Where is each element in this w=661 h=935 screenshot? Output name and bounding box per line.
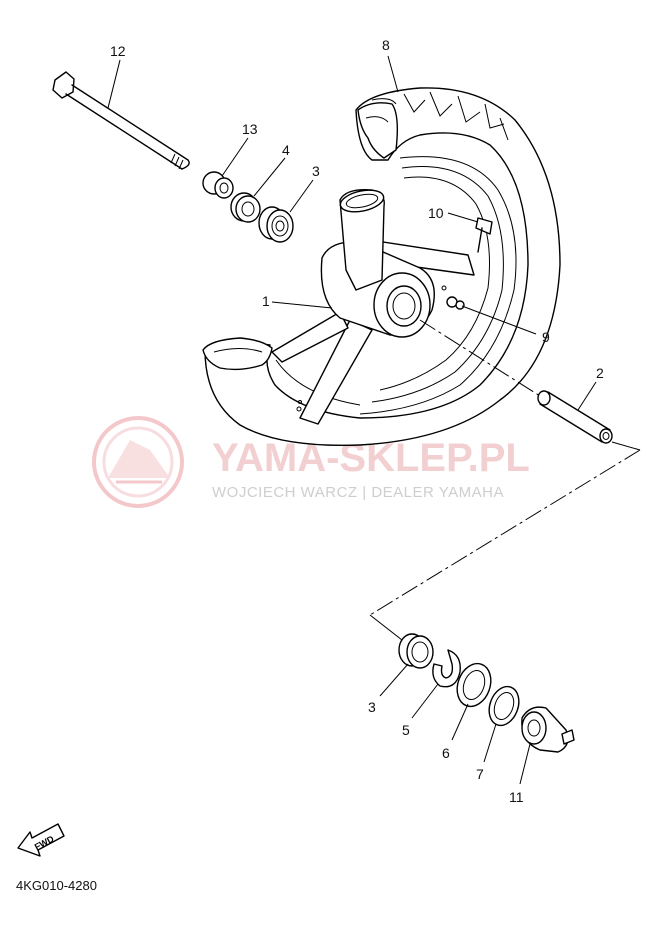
callout-3-lower: 3: [368, 699, 376, 715]
callout-7: 7: [476, 766, 484, 782]
callout-labels: 12 13 4 3 8 10 1 9 2 3 5 6 7 11: [110, 37, 604, 805]
spacer-part: [537, 390, 613, 444]
oil-seal-part: [230, 192, 261, 223]
seal-part: [488, 685, 520, 727]
bearing-lower-part: [398, 633, 434, 669]
callout-4: 4: [282, 142, 290, 158]
callout-13: 13: [242, 121, 258, 137]
callout-8: 8: [382, 37, 390, 53]
assembly-line: [369, 319, 641, 641]
forward-arrow-icon: FWD: [17, 823, 65, 857]
watermark-logo: [92, 416, 184, 508]
watermark-subtitle: WOJCIECH WARCZ | DEALER YAMAHA: [212, 484, 504, 501]
callout-1: 1: [262, 293, 270, 309]
diagram-code: 4KG010-4280: [16, 878, 97, 893]
washer-part: [456, 662, 492, 708]
front-wheel-part: [202, 87, 561, 447]
callout-6: 6: [442, 745, 450, 761]
callout-11: 11: [509, 789, 524, 805]
callout-2: 2: [596, 365, 604, 381]
callout-3-upper: 3: [312, 163, 320, 179]
callout-12: 12: [110, 43, 126, 59]
meter-gear-unit-part: [521, 706, 575, 753]
callout-5: 5: [402, 722, 410, 738]
collar-part: [202, 171, 234, 199]
axle-part: [52, 71, 190, 170]
bearing-upper-part: [258, 206, 294, 243]
leader-lines: [107, 55, 597, 785]
callout-9: 9: [542, 329, 550, 345]
circlip-part: [432, 649, 461, 688]
callout-10: 10: [428, 205, 444, 221]
